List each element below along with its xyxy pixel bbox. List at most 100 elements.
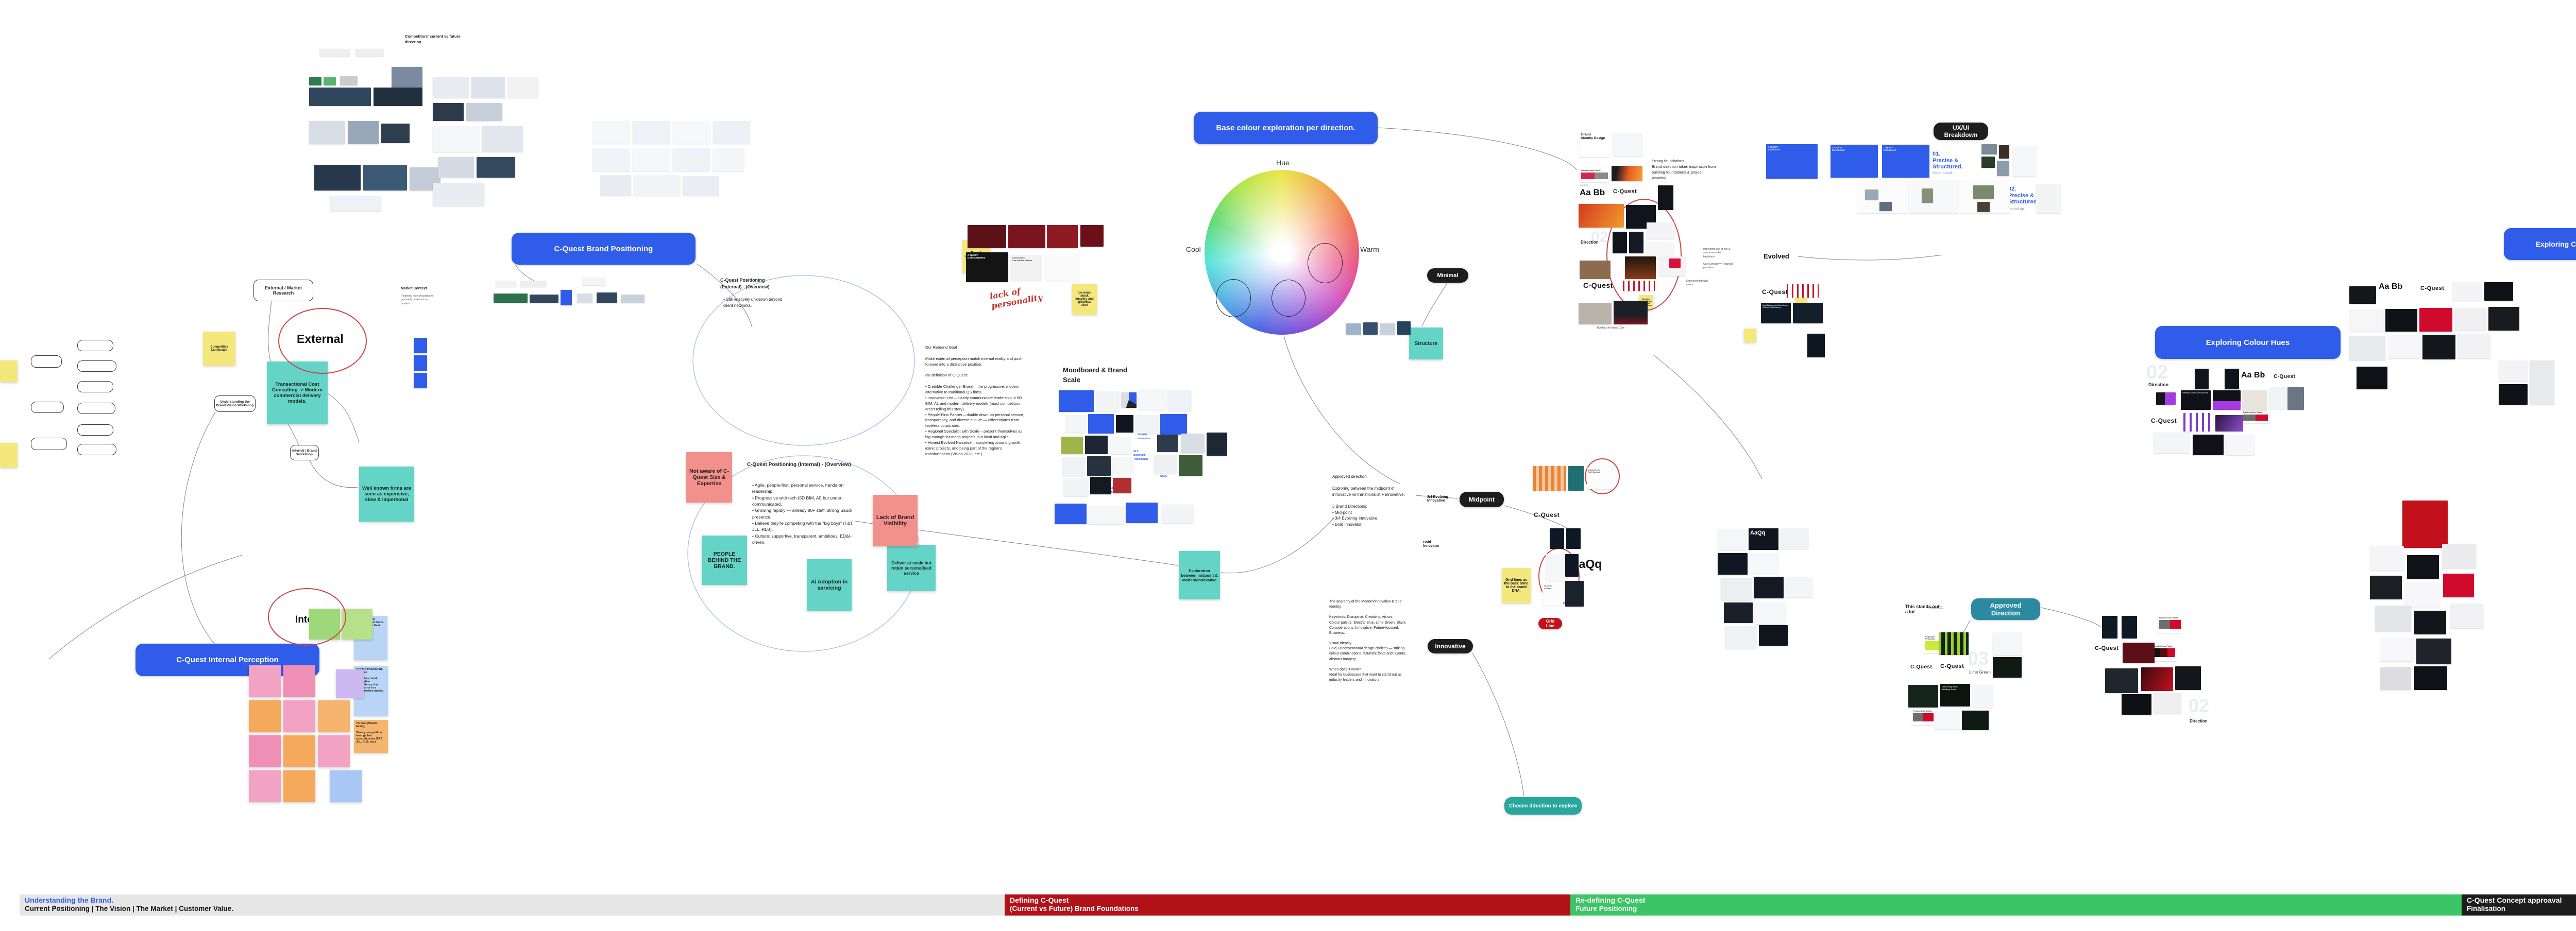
card-thumbnail[interactable] (1759, 625, 1788, 646)
photo-thumbnail[interactable] (363, 165, 407, 191)
photo-thumbnail[interactable] (309, 88, 371, 106)
pill-approved-direction[interactable]: Approved Direction (1971, 598, 2040, 620)
card-thumbnail[interactable] (1972, 685, 1993, 708)
card-thumbnail[interactable] (2012, 146, 2036, 176)
photo-thumbnail[interactable] (1997, 161, 2009, 176)
gradient-card[interactable] (2141, 667, 2173, 691)
photo-thumbnail[interactable] (374, 88, 422, 106)
card-thumbnail[interactable] (2375, 606, 2411, 631)
slide-thumbnail[interactable] (1047, 225, 1078, 248)
card-thumbnail[interactable] (2458, 334, 2490, 358)
slide-thumbnail[interactable]: Cost Module Low Carbon Frames (1011, 255, 1042, 281)
sticky-blank[interactable] (330, 770, 362, 802)
photo-thumbnail[interactable] (494, 294, 528, 303)
pill-innovative[interactable]: Innovative (1428, 639, 1473, 653)
card-thumbnail[interactable] (2370, 546, 2404, 571)
sticky-blank[interactable] (283, 665, 315, 697)
card-thumbnail[interactable] (477, 157, 515, 178)
card-thumbnail[interactable] (1113, 478, 1131, 493)
gradient-card[interactable] (2215, 415, 2243, 432)
sticky-deliver-at-scale[interactable]: Deliver at scale but retain personalised… (887, 545, 936, 591)
photo-thumbnail[interactable] (1981, 157, 1995, 168)
card-thumbnail[interactable] (2450, 604, 2483, 628)
type-specimen-card[interactable]: AaQq (1749, 528, 1778, 550)
card-thumbnail[interactable] (2407, 555, 2439, 579)
slide-thumbnail[interactable]: C-QUEST Moodboard (1831, 145, 1878, 178)
photo-thumbnail[interactable] (1179, 455, 1202, 476)
card-thumbnail[interactable] (2154, 693, 2181, 714)
bars-card-purple[interactable] (2183, 413, 2213, 432)
card-thumbnail[interactable] (2370, 576, 2402, 599)
card-thumbnail[interactable] (1629, 232, 1643, 253)
photo-thumbnail[interactable] (1922, 188, 1933, 203)
slide-thumbnail[interactable] (414, 338, 427, 353)
photo-thumbnail[interactable] (1879, 202, 1892, 211)
sticky-blank[interactable] (249, 700, 281, 732)
card-thumbnail[interactable] (1546, 554, 1563, 581)
card-thumbnail[interactable] (1718, 529, 1747, 550)
gradient-card[interactable] (1625, 256, 1656, 279)
card-thumbnail[interactable] (2499, 360, 2528, 381)
sticky-blank[interactable] (318, 735, 350, 767)
card-thumbnail[interactable] (2036, 184, 2061, 213)
slide-thumbnail[interactable] (1793, 303, 1823, 323)
sticky-stock-imagery[interactable]: too much stock imagery and graphics used (1072, 284, 1097, 315)
card-thumbnail[interactable] (1658, 185, 1673, 210)
card-thumbnail[interactable] (1090, 477, 1111, 494)
card-thumbnail[interactable] (2154, 433, 2190, 453)
card-thumbnail[interactable] (1533, 466, 1566, 491)
sticky-well-known-firms[interactable]: Well known firms are seen as expensive, … (359, 467, 414, 522)
card-thumbnail[interactable] (621, 295, 645, 303)
card-thumbnail[interactable] (2452, 282, 2481, 301)
card-thumbnail[interactable] (433, 77, 469, 98)
card-thumbnail[interactable] (2349, 309, 2383, 332)
photo-thumbnail[interactable] (1346, 323, 1361, 335)
card-thumbnail[interactable] (1065, 415, 1086, 433)
node-internal-brand-workshop[interactable]: Internal / Brand Workshop (290, 445, 319, 460)
slide-thumbnail[interactable] (1613, 133, 1642, 156)
slide-thumbnail[interactable] (561, 290, 572, 305)
sticky-blank[interactable] (283, 770, 315, 802)
sticky-blank[interactable] (336, 669, 364, 698)
card-thumbnail[interactable] (2442, 544, 2476, 568)
card-thumbnail[interactable] (1063, 478, 1088, 496)
slide-thumbnail[interactable]: C-QUEST DATA CENTRES (966, 252, 1008, 282)
photo-thumbnail[interactable] (1157, 435, 1178, 452)
card-thumbnail[interactable] (1139, 389, 1165, 410)
slide-thumbnail[interactable] (634, 175, 680, 196)
sticky-blank[interactable] (249, 770, 281, 802)
card-thumbnail[interactable] (1750, 553, 1778, 574)
slide-thumbnail[interactable] (600, 175, 631, 196)
slide-thumbnail[interactable]: Cost Management Excellence Tailored Perf… (1761, 303, 1791, 323)
card-thumbnail[interactable] (2269, 387, 2286, 409)
photo-thumbnail[interactable] (2242, 390, 2267, 411)
card-thumbnail[interactable] (2414, 666, 2447, 690)
chart-thumbnail[interactable] (1121, 392, 1137, 408)
red-note-card[interactable] (2402, 501, 2448, 548)
card-thumbnail[interactable] (582, 278, 606, 285)
card-thumbnail[interactable] (1566, 528, 1581, 549)
mindmap-node[interactable] (31, 355, 62, 368)
slide-thumbnail[interactable] (1008, 225, 1045, 248)
card-thumbnail[interactable] (1725, 626, 1757, 649)
slide-thumbnail[interactable] (1046, 254, 1079, 281)
card-thumbnail[interactable] (438, 157, 474, 178)
swatch-primary-palette[interactable]: Primary Colour Palette (1580, 168, 1609, 182)
slide-thumbnail[interactable]: C-QUEST Moodboard (1882, 145, 1929, 178)
card-thumbnail[interactable] (2122, 616, 2137, 639)
photo-thumbnail[interactable] (1380, 323, 1395, 335)
slide-thumbnail[interactable]: Public Sector Tech Campus (1587, 468, 1614, 489)
card-thumbnail[interactable] (1088, 506, 1124, 524)
chips-card[interactable] (2156, 392, 2176, 405)
card-thumbnail[interactable] (1181, 434, 1205, 453)
photo-thumbnail[interactable] (1061, 437, 1083, 454)
swatch-previous-palette[interactable]: Previous Color Palette (2242, 410, 2269, 423)
card-thumbnail[interactable] (1786, 577, 1812, 597)
red-chip[interactable] (1669, 258, 1681, 268)
card-thumbnail[interactable] (507, 77, 538, 98)
sticky-transactional[interactable]: Transactional Cost Consulting -> Modern … (267, 361, 328, 424)
bars-card-red[interactable] (1623, 281, 1655, 291)
slide-thumbnail[interactable]: Delivering Value Building Trust (1940, 684, 1970, 706)
sticky-lack-visibility[interactable]: Lack of Brand Visibility (873, 495, 918, 546)
